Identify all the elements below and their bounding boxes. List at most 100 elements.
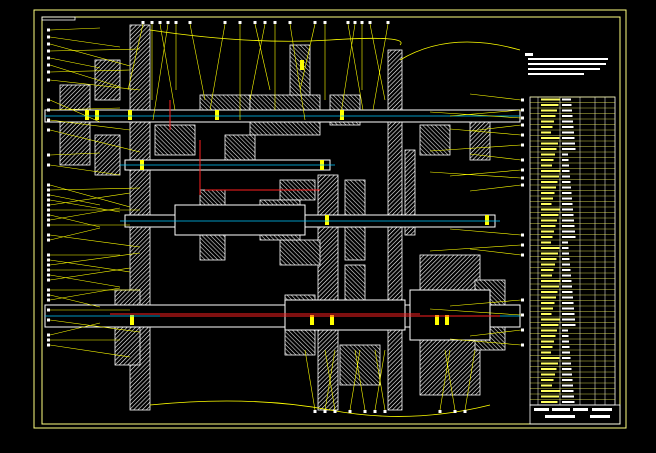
table-cell-text [541, 203, 552, 205]
leader-line [49, 252, 141, 266]
leader-line [49, 207, 121, 221]
leader-line [449, 128, 522, 136]
table-cell-text [541, 159, 554, 161]
leader-line [374, 349, 386, 411]
housing-wall [387, 49, 403, 411]
table-cell-text [562, 247, 569, 249]
callout-marker [373, 410, 377, 413]
table-cell-text [541, 170, 561, 172]
callout-marker [47, 208, 50, 212]
callout-marker [333, 410, 337, 413]
table-cell-text [562, 263, 570, 266]
callout-marker [313, 21, 317, 24]
table-cell-text [562, 219, 574, 222]
callout-marker [521, 183, 524, 187]
leader-line [49, 119, 131, 131]
table-cell-text [541, 351, 551, 354]
callout-marker [47, 258, 50, 262]
table-cell-text [562, 230, 575, 233]
table-cell-text [541, 379, 554, 381]
table-cell-text [562, 148, 576, 150]
gear [279, 239, 321, 266]
leader-line [49, 64, 121, 88]
callout-marker [47, 218, 50, 222]
title-block-text [590, 415, 610, 418]
table-cell-text [541, 335, 556, 337]
title-block-text [552, 408, 570, 411]
leader-line [49, 152, 101, 156]
table-cell-text [562, 269, 571, 271]
callout-marker [47, 35, 50, 39]
table-cell-text [562, 384, 573, 387]
table-cell-text [562, 346, 570, 348]
bearing [325, 215, 329, 225]
table-cell-text [562, 109, 572, 112]
table-cell-text [562, 192, 572, 194]
callout-marker [263, 21, 267, 24]
callout-marker [47, 338, 50, 342]
callout-marker [521, 108, 524, 112]
callout-marker [47, 63, 50, 67]
gear [154, 124, 196, 156]
table-cell-text [541, 258, 557, 260]
leader-line [369, 23, 386, 101]
callout-marker [521, 233, 524, 237]
table-cell-text [541, 208, 560, 211]
table-cell-text [541, 384, 552, 387]
callout-marker [521, 313, 524, 317]
leader-line [469, 93, 522, 101]
callout-marker [188, 21, 192, 24]
table-cell-text [562, 285, 572, 288]
table-cell-text [562, 307, 574, 310]
callout-marker [47, 56, 50, 60]
table-cell-text [562, 357, 571, 359]
table-cell-text [541, 126, 553, 128]
leader-line [49, 184, 131, 208]
callout-marker [323, 410, 327, 413]
technical-notes-block [525, 53, 608, 75]
bearing [310, 315, 314, 325]
bearing [215, 110, 219, 120]
table-cell-text [562, 335, 569, 337]
leader-line [469, 248, 522, 256]
leader-line [449, 338, 522, 346]
housing-wall [59, 84, 91, 166]
table-cell-text [541, 269, 554, 271]
table-cell-text [541, 142, 558, 145]
housing-wall [404, 149, 416, 236]
bearing [130, 315, 134, 325]
table-cell-text [541, 296, 556, 299]
callout-marker [383, 410, 387, 413]
leader-line [49, 164, 121, 176]
table-cell-text [541, 175, 559, 178]
table-cell-text [541, 401, 558, 403]
callout-marker [47, 108, 50, 112]
table-cell-text [541, 263, 555, 266]
break-line [399, 41, 521, 61]
table-cell-text [541, 236, 553, 238]
callout-marker [521, 253, 524, 257]
callout-marker [158, 21, 162, 24]
bearing [95, 110, 99, 120]
table-cell-text [541, 197, 553, 200]
leader-line [339, 23, 356, 121]
table-cell-text [562, 351, 570, 354]
table-cell-text [562, 313, 575, 315]
table-cell-text [562, 390, 574, 392]
callout-marker [273, 21, 277, 24]
table-cell-text [541, 368, 557, 370]
callout-marker [521, 158, 524, 162]
leader-line [469, 124, 522, 132]
table-cell-text [541, 225, 556, 227]
callout-marker [521, 168, 524, 172]
leader-line [49, 27, 101, 31]
callout-marker [521, 176, 524, 180]
table-cell-text [541, 307, 553, 310]
table-cell-text [562, 175, 570, 178]
leader-line [299, 23, 316, 91]
table-cell-text [562, 252, 569, 255]
table-cell-text [541, 318, 560, 321]
table-cell-text [541, 148, 557, 150]
table-cell-text [541, 214, 559, 216]
